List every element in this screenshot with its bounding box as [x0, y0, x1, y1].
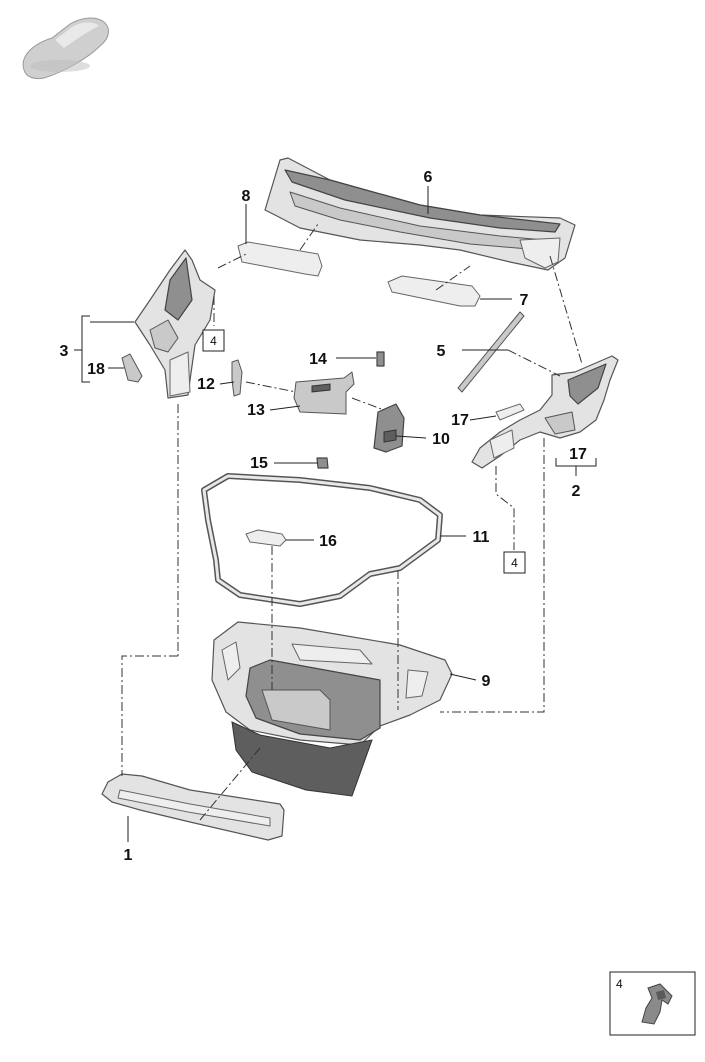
callout-9: 9	[482, 673, 491, 690]
callout-18: 18	[87, 361, 105, 378]
callout-3: 3	[60, 343, 69, 360]
reference-box-4-right: 4	[503, 551, 526, 574]
part-1-sill-trim	[101, 773, 285, 841]
callout-10: 10	[432, 431, 450, 448]
part-13-cover-panel	[293, 371, 355, 415]
reference-box-4-left: 4	[202, 329, 225, 352]
callout-4-right: 4	[511, 556, 518, 570]
callout-4-left: 4	[210, 334, 217, 348]
part-15-clip	[316, 457, 329, 469]
part-16-pad	[245, 529, 287, 547]
part-12-bracket	[231, 359, 243, 397]
part-9-trunk-tub	[211, 621, 453, 797]
callout-17-upper: 17	[451, 412, 469, 429]
part-6-rear-panel-trim	[264, 157, 576, 271]
callout-1: 1	[124, 847, 133, 864]
part-2-right-side-trim	[471, 355, 619, 469]
callout-7: 7	[520, 292, 529, 309]
callout-16: 16	[319, 533, 337, 550]
part-10-bracket	[373, 403, 405, 453]
callout-labels: 6 8 7 3 18 5 14 12 13 17 10 17 15 2 11 1…	[60, 169, 587, 864]
part-8-pad	[237, 241, 323, 277]
part-7-pad	[387, 275, 481, 307]
car-silhouette-icon	[22, 17, 109, 80]
callout-14: 14	[309, 351, 327, 368]
part-17-trim-piece	[495, 403, 525, 421]
callout-5: 5	[437, 343, 446, 360]
part-18-trim-piece	[121, 353, 143, 383]
callout-8: 8	[242, 188, 251, 205]
part-14-clip	[376, 351, 385, 367]
reference-lines	[121, 223, 583, 821]
callout-13: 13	[247, 402, 265, 419]
part-11-trunk-seal	[201, 473, 443, 607]
callout-12: 12	[197, 376, 215, 393]
detail-box-clip: 4	[609, 971, 696, 1036]
leader-lines	[74, 186, 597, 842]
clip-icon	[641, 983, 673, 1025]
part-5-strip	[457, 311, 525, 393]
callout-11: 11	[473, 529, 490, 546]
callout-17-lower: 17	[569, 446, 587, 463]
callout-2: 2	[572, 483, 581, 500]
callout-15: 15	[250, 455, 268, 472]
part-3-left-side-trim	[134, 249, 216, 399]
callout-6: 6	[424, 169, 433, 186]
detail-box-label: 4	[616, 977, 623, 991]
